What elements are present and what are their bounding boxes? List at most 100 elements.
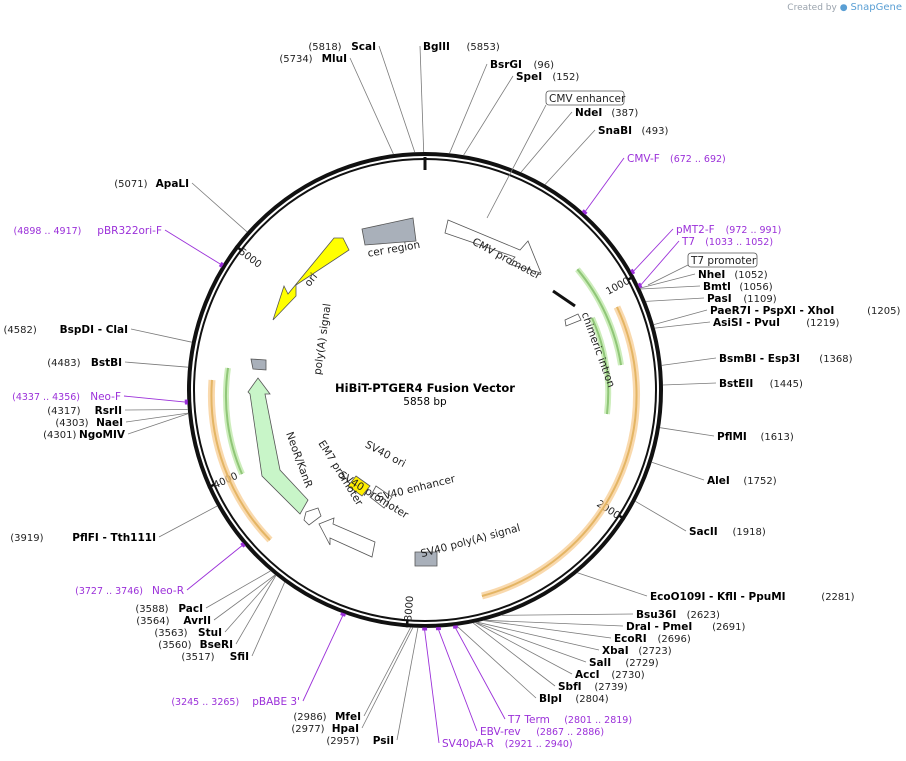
tick-mark-2000	[617, 513, 626, 521]
primer-cmv-f: CMV-F(672 .. 692)	[581, 153, 726, 216]
feature-ori	[272, 237, 350, 321]
enzyme-position: (2696)	[658, 634, 691, 645]
enzyme-leader-line	[378, 45, 416, 153]
orf-arc-4-glow	[207, 379, 273, 543]
primer-leader-line	[123, 395, 186, 403]
enzyme-site-snabi: SnaBI(493)	[544, 125, 668, 185]
enzyme-name: BmtI	[703, 281, 731, 293]
enzyme-name: PacI	[178, 603, 203, 615]
enzyme-position: (2739)	[594, 682, 627, 693]
enzyme-name: PflMI	[717, 431, 747, 443]
enzyme-name: PflFI - Tth111I	[72, 532, 156, 544]
enzyme-site-scai: ScaI(5818)	[308, 41, 416, 153]
primer-leader-line	[424, 629, 440, 744]
primer-layer: CMV-F(672 .. 692)pMT2-F(972 .. 991)T7(10…	[12, 153, 781, 750]
orf-arcs	[207, 267, 641, 600]
enzyme-site-blpi: BlpI(2804)	[456, 625, 609, 705]
enzyme-position: (96)	[534, 60, 555, 71]
primer-leader-line	[640, 240, 680, 286]
primer-leader-line	[455, 627, 506, 720]
enzyme-name: AsiSI - PvuI	[713, 317, 780, 329]
enzyme-leader-line	[477, 621, 600, 651]
enzyme-name: SbfI	[558, 681, 582, 693]
enzyme-site-bstbi: BstBI(4483)	[47, 357, 189, 369]
tick-mark-3000	[405, 619, 409, 628]
primer-binding-mark	[452, 625, 458, 629]
enzyme-name: ScaI	[351, 41, 376, 53]
enzyme-position: (1445)	[770, 379, 803, 390]
enzyme-leader-line	[520, 111, 573, 173]
primer-range: (2867 .. 2886)	[536, 727, 604, 738]
enzyme-name: EcoRI	[614, 633, 647, 645]
primer-range: (3727 .. 3746)	[75, 586, 143, 597]
primer-binding-mark	[240, 542, 246, 548]
primer-pbr322ori-f: pBR322ori-F(4898 .. 4917)	[14, 225, 224, 268]
enzyme-site-bsrgi: BsrGI(96)	[449, 59, 555, 154]
tick-label-1000: 1000	[604, 276, 632, 298]
snapgene-credit: Created by ● SnapGene	[787, 2, 902, 13]
credit-brand: SnapGene	[850, 2, 902, 13]
primer-leader-line	[302, 615, 344, 702]
enzyme-site-bmti: BmtI(1056)	[640, 281, 773, 293]
enzyme-site-asisi: AsiSI - PvuI (1219)	[654, 317, 840, 329]
enzyme-leader-line	[654, 321, 711, 329]
tick-label-3000: 3000	[403, 595, 416, 621]
enzyme-site-drai: DraI - PmeI(2691)	[485, 619, 745, 633]
tick-mark-1000	[626, 275, 635, 282]
enzyme-position: (4483)	[47, 358, 80, 369]
enzyme-name: PsiI	[373, 735, 394, 747]
enzyme-leader-line	[645, 297, 705, 302]
enzyme-leader-line	[363, 627, 411, 717]
feature-sv40-promoter	[318, 517, 376, 558]
enzyme-site-ngomiv: NgoMIV(4301)	[43, 413, 189, 441]
enzyme-leader-line	[463, 75, 514, 156]
feature-label-sv40-ori: SV40 ori	[363, 439, 408, 470]
primer-range: (672 .. 692)	[670, 154, 726, 165]
enzyme-position: (1109)	[743, 294, 776, 305]
enzyme-site-mfei: MfeI(2986)	[293, 627, 411, 723]
enzyme-position: (5071)	[114, 179, 147, 190]
enzyme-leader-line	[235, 575, 277, 645]
primer-name: pBABE 3'	[252, 696, 300, 708]
primer-t7: T7(1033 .. 1052)	[637, 236, 773, 289]
enzyme-position: (152)	[552, 72, 579, 83]
enzyme-position: (3919)	[10, 533, 43, 544]
enzyme-site-sacii: SacII(1918)	[635, 500, 766, 538]
enzyme-leader-line	[456, 625, 537, 699]
enzyme-site-ndei: NdeI (387)	[520, 107, 638, 173]
enzyme-name: PaeR7I - PspXI - XhoI	[710, 305, 834, 317]
feature-neor-kanr	[247, 377, 309, 515]
primer-neo-f: Neo-F(4337 .. 4356)	[12, 391, 188, 405]
enzyme-leader-line	[191, 182, 248, 233]
enzyme-name: SacII	[689, 526, 718, 538]
enzyme-name: SfiI	[230, 651, 249, 663]
enzyme-site-spei: SpeI(152)	[463, 71, 579, 156]
enzyme-position: (3564)	[136, 616, 169, 627]
enzyme-site-sali: SalI(2729)	[475, 622, 659, 669]
enzyme-name: AleI	[707, 475, 730, 487]
enzyme-site-ecori: EcoRI (2696)	[483, 620, 691, 645]
enzyme-site-apali: ApaLI(5071)	[114, 178, 248, 233]
enzyme-name: SnaBI	[598, 125, 632, 137]
enzyme-leader-line	[124, 409, 188, 411]
boxed-label-cmv-enhancer-text: CMV enhancer	[549, 93, 626, 105]
enzyme-site-paer7i: PaeR7I - PspXI - XhoI(1205)	[653, 305, 900, 325]
feature-cer-region	[361, 217, 417, 246]
enzyme-name: BlpI	[539, 693, 562, 705]
enzyme-leader-line	[396, 627, 419, 741]
enzyme-position: (3560)	[158, 640, 191, 651]
enzyme-name: RsrII	[95, 405, 122, 417]
enzyme-position: (387)	[611, 108, 638, 119]
enzyme-name: NdeI	[575, 107, 602, 119]
primer-neo-r: Neo-R(3727 .. 3746)	[75, 542, 246, 597]
enzyme-position: (4317)	[47, 406, 80, 417]
primer-range: (3245 .. 3265)	[171, 697, 239, 708]
enzyme-leader-line	[125, 412, 189, 423]
enzyme-leader-line	[472, 622, 556, 687]
enzyme-position: (2623)	[687, 610, 720, 621]
enzyme-name: XbaI	[602, 645, 629, 657]
tick-mark-5000	[234, 244, 243, 252]
enzyme-leader-line	[130, 328, 192, 343]
enzyme-name: PasI	[707, 293, 732, 305]
enzyme-position: (1219)	[806, 318, 839, 329]
